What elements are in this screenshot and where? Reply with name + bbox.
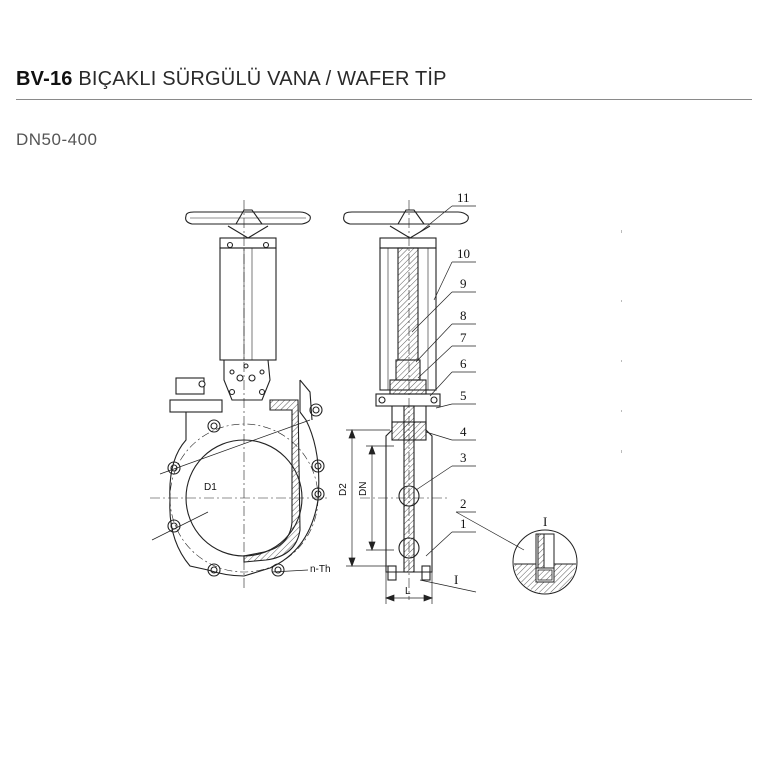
d1-label: D1 — [204, 482, 217, 493]
part-numbers: 11 10 9 8 7 6 5 4 3 2 1 I — [454, 190, 470, 587]
detail-i-title: I — [543, 514, 547, 529]
edge-marks — [621, 230, 622, 453]
part-number: 11 — [457, 190, 470, 205]
product-code: BV-16 — [16, 68, 73, 90]
front-gland — [169, 399, 223, 413]
page-header: BV-16 BIÇAKLI SÜRGÜLÜ VANA / WAFER TİP — [16, 68, 752, 91]
front-bracket-plate — [223, 359, 271, 401]
part-number: 5 — [460, 388, 467, 403]
detail-i-view — [512, 529, 578, 595]
l-label: L — [405, 586, 411, 597]
side-view — [343, 200, 469, 600]
detail-callout-mark: I — [454, 572, 458, 587]
front-handwheel — [185, 209, 311, 239]
part-number: 7 — [460, 330, 467, 345]
part-number: 9 — [460, 276, 467, 291]
part-leaders — [411, 205, 525, 593]
front-view — [150, 200, 330, 590]
part-number: 2 — [460, 496, 467, 511]
part-number: 1 — [460, 516, 467, 531]
part-number: 4 — [460, 424, 467, 439]
d2-label: D2 — [338, 483, 349, 496]
page-title: BV-16 BIÇAKLI SÜRGÜLÜ VANA / WAFER TİP — [16, 68, 752, 91]
side-handwheel — [343, 209, 469, 239]
title-divider — [16, 99, 752, 100]
part-number: 6 — [460, 356, 467, 371]
dn-label: DN — [358, 482, 369, 496]
side-yoke-top — [379, 237, 437, 249]
front-yoke — [219, 247, 277, 361]
holes-label: n-Th — [310, 564, 331, 575]
part-number: 3 — [460, 450, 467, 465]
part-number: 8 — [460, 308, 467, 323]
size-range: DN50-400 — [16, 130, 98, 149]
product-name: BIÇAKLI SÜRGÜLÜ VANA / WAFER TİP — [78, 68, 447, 90]
side-stem — [397, 247, 419, 361]
side-dimensions — [346, 429, 433, 604]
part-number: 10 — [457, 246, 470, 261]
front-body — [167, 379, 325, 577]
